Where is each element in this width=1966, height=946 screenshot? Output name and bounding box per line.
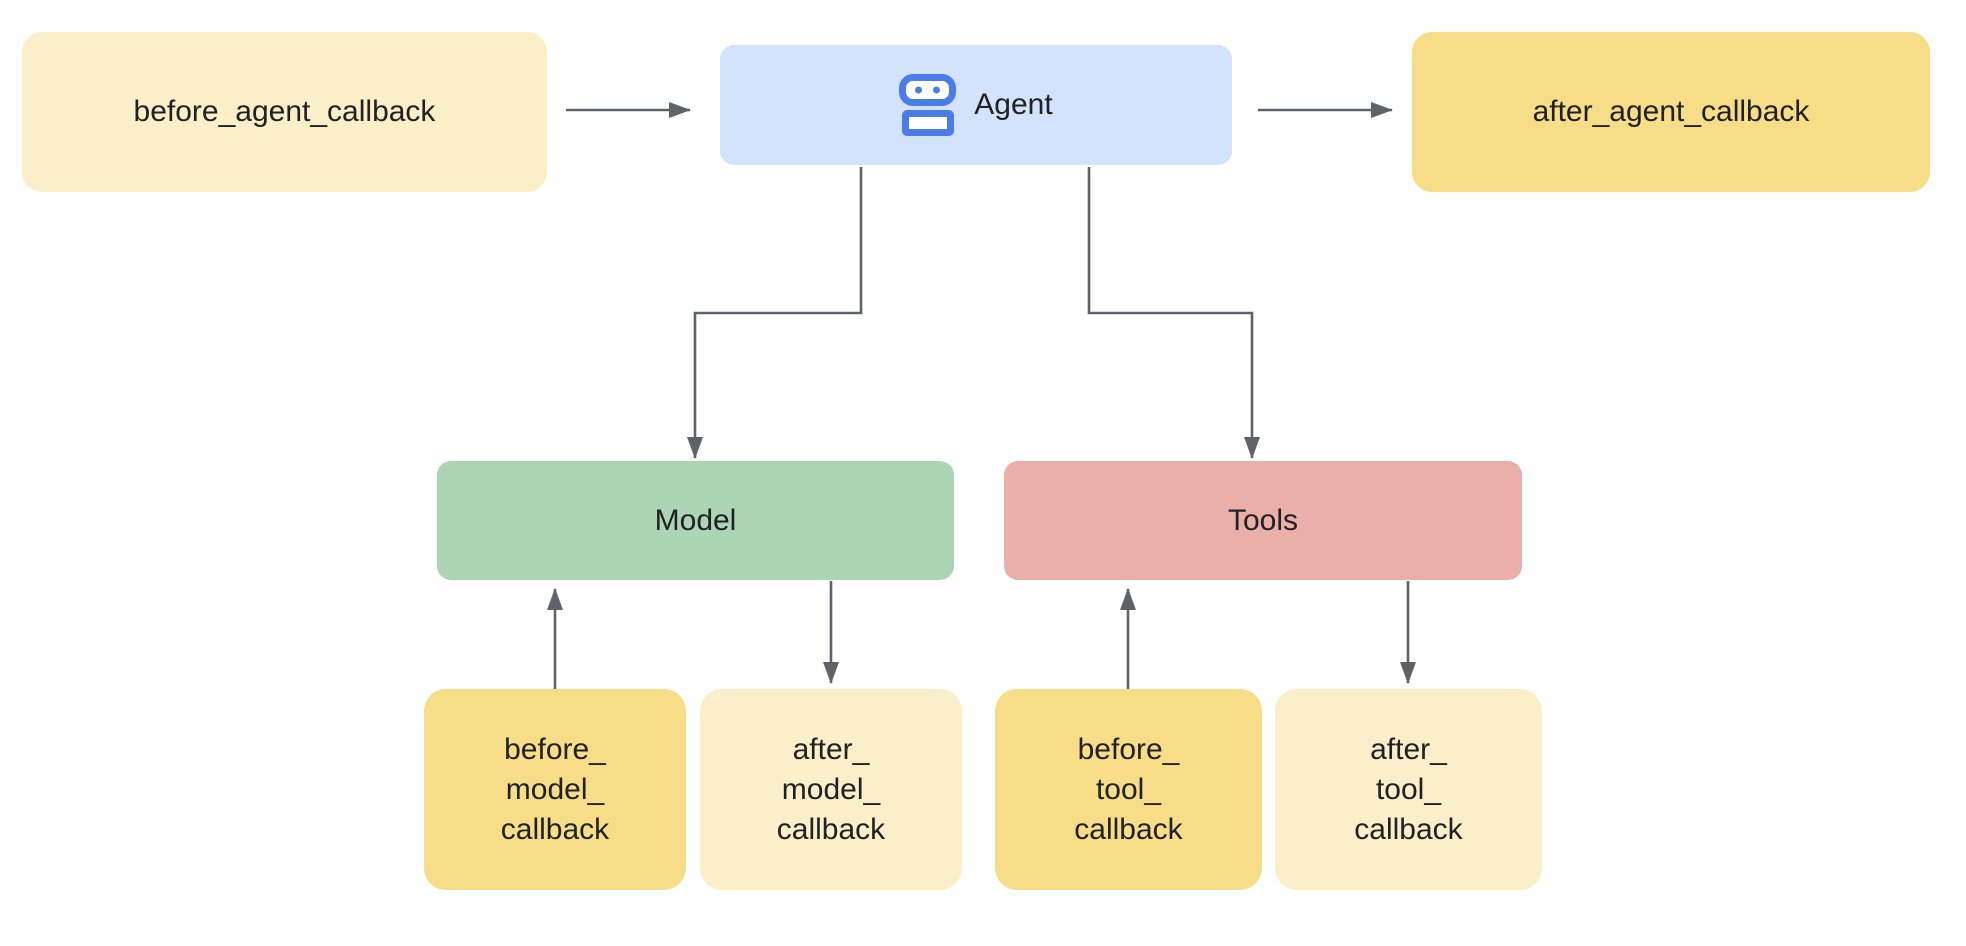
node-after-tool-callback: after_ tool_ callback — [1275, 689, 1542, 890]
node-after-agent-callback: after_agent_callback — [1412, 32, 1930, 192]
edge-agent-to-tools — [1087, 167, 1260, 459]
node-after-model-callback: after_ model_ callback — [700, 689, 962, 890]
node-before-agent-callback: before_agent_callback — [22, 32, 547, 192]
node-before-model-callback: before_ model_ callback — [424, 689, 686, 890]
node-label: before_ model_ callback — [500, 732, 610, 846]
node-label: before_ tool_ callback — [1074, 732, 1183, 846]
node-label: after_agent_callback — [1532, 95, 1810, 128]
robot-body — [901, 110, 954, 136]
node-agent: Agent — [720, 45, 1232, 165]
node-label: Tools — [1227, 503, 1299, 537]
node-label: before_agent_callback — [133, 95, 436, 128]
robot-eye — [933, 86, 941, 94]
robot-head — [899, 74, 957, 106]
node-label: after_ tool_ callback — [1354, 732, 1463, 846]
node-label: after_ model_ callback — [776, 732, 886, 846]
node-label: Agent — [974, 88, 1053, 121]
edge-agent-to-model — [687, 167, 863, 459]
node-label: Model — [654, 503, 737, 537]
robot-eye — [915, 86, 923, 94]
node-model: Model — [437, 461, 954, 580]
robot-icon — [899, 74, 957, 136]
node-tools: Tools — [1004, 461, 1522, 580]
node-before-tool-callback: before_ tool_ callback — [995, 689, 1262, 890]
